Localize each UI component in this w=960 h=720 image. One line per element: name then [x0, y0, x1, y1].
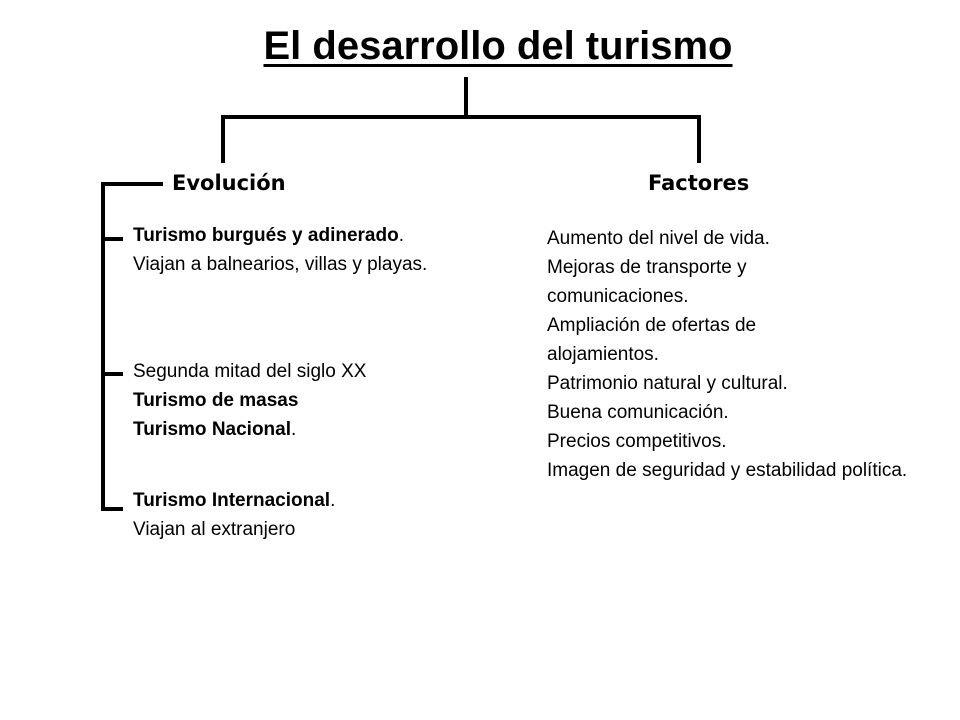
evolution-item-1-text: Viajan a balnearios, villas y playas.	[133, 254, 428, 275]
factor-item: Ampliación de ofertas de alojamientos.	[547, 315, 757, 365]
factor-item: Precios competitivos.	[547, 431, 727, 452]
evolution-item-3: Turismo Internacional. Viajan al extranj…	[133, 486, 433, 544]
evolution-bracket-top	[101, 182, 163, 186]
evolution-item-2-bold2: Turismo Nacional	[133, 419, 292, 440]
evolution-bracket-vertical	[101, 182, 105, 511]
factor-item: Buena comunicación.	[547, 402, 729, 423]
evolution-item-1: Turismo burgués y adinerado. Viajan a ba…	[133, 221, 433, 279]
evolution-item-1-bold: Turismo burgués y adinerado	[133, 225, 399, 246]
factor-item: Mejoras de transporte y comunicaciones.	[547, 257, 747, 307]
evolution-item-3-text: Viajan al extranjero	[133, 519, 296, 540]
factors-heading: Factores	[648, 171, 750, 195]
evolution-item-2-text: Segunda mitad del siglo XX	[133, 361, 367, 382]
evolution-item-2-period: .	[291, 419, 297, 440]
evolution-tick-1	[101, 237, 123, 241]
evolution-item-2: Segunda mitad del siglo XX Turismo de ma…	[133, 357, 433, 444]
factors-list: Aumento del nivel de vida. Mejoras de tr…	[547, 224, 927, 485]
diagram-title: El desarrollo del turismo	[263, 24, 733, 68]
evolution-item-2-bold: Turismo de masas	[133, 390, 299, 411]
evolution-item-3-bold: Turismo Internacional	[133, 490, 331, 511]
connector-horizontal	[221, 115, 701, 119]
factor-item: Aumento del nivel de vida.	[547, 228, 770, 249]
evolution-tick-3	[101, 507, 123, 511]
evolution-item-3-period: .	[330, 490, 336, 511]
factor-item: Patrimonio natural y cultural.	[547, 373, 788, 394]
evolution-tick-2	[101, 372, 123, 376]
connector-left-drop	[221, 115, 225, 163]
evolution-item-1-period: .	[398, 225, 404, 246]
factor-item: Imagen de seguridad y estabilidad políti…	[547, 460, 908, 481]
evolution-heading: Evolución	[172, 171, 286, 195]
connector-trunk	[464, 77, 468, 118]
connector-right-drop	[697, 115, 701, 163]
